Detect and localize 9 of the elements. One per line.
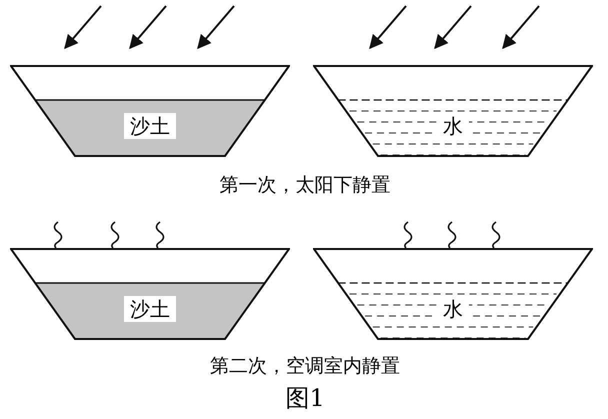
water-basin	[313, 65, 593, 157]
material-label: 沙土	[124, 296, 176, 322]
material-label: 沙土	[124, 113, 176, 139]
sand-basin	[10, 248, 290, 340]
sand-basin	[10, 65, 290, 157]
condition-caption: 第一次，太阳下静置	[220, 173, 390, 198]
figure-caption: 图1	[286, 383, 325, 414]
condition-caption: 第二次，空调室内静置	[210, 354, 400, 379]
water-basin	[313, 248, 593, 340]
